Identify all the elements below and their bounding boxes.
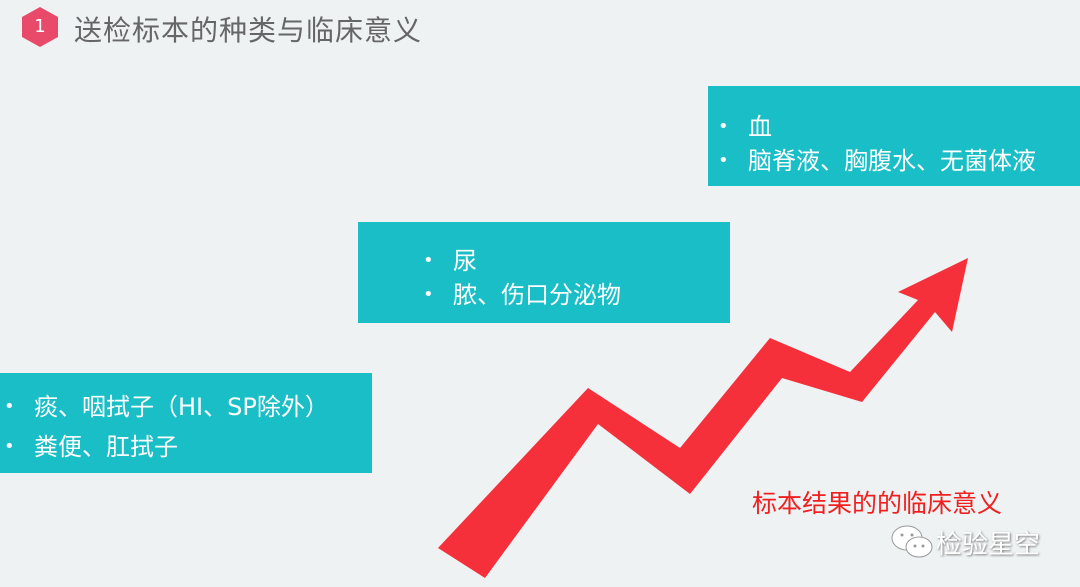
list-item: 粪便、肛拭子 [0, 427, 372, 467]
hexagon-icon [22, 7, 58, 47]
wechat-icon [891, 525, 933, 558]
arrow-caption: 标本结果的的临床意义 [752, 489, 1003, 518]
list-item: 尿 [413, 244, 730, 278]
step-number: 1 [34, 16, 46, 37]
page-title: 送检标本的种类与临床意义 [74, 14, 423, 47]
list-item: 痰、咽拭子（HI、SP除外） [0, 387, 372, 427]
list-item: 脑脊液、胸腹水、无菌体液 [708, 144, 1080, 178]
specimen-box-mid: 尿 脓、伤口分泌物 [358, 222, 730, 323]
watermark: 检验星空 [890, 522, 1040, 562]
watermark-text: 检验星空 [936, 529, 1041, 560]
list-item: 血 [708, 110, 1080, 144]
specimen-box-high: 血 脑脊液、胸腹水、无菌体液 [708, 86, 1080, 186]
step-badge: 1 [22, 7, 58, 47]
specimen-box-low: 痰、咽拭子（HI、SP除外） 粪便、肛拭子 [0, 373, 372, 473]
list-item: 脓、伤口分泌物 [413, 278, 730, 312]
